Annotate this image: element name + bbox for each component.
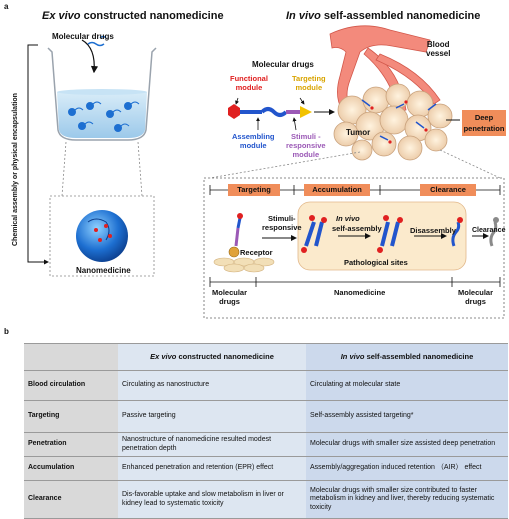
- row-label: Targeting: [24, 400, 118, 433]
- ex-vivo-cell: Nanostructure of nanomedicine resulted m…: [118, 432, 306, 457]
- row-label: Penetration: [24, 432, 118, 457]
- disassembled-cluster-icon: [377, 215, 403, 253]
- molecule-icons: [68, 102, 132, 132]
- panel-b-letter: b: [4, 327, 9, 336]
- metabolized-drug-icon: [489, 217, 499, 247]
- pathological-site-region: [297, 201, 467, 271]
- assembled-cluster-icon: [301, 215, 327, 253]
- bottom-molecular-drugs-2: Molecular drugs: [458, 288, 494, 306]
- table-row: Penetration Nanostructure of nanomedicin…: [24, 432, 508, 457]
- table-row: Clearance Dis-favorable uptake and slow …: [24, 480, 508, 519]
- in-vivo-cell: Molecular drugs with smaller size assist…: [306, 432, 508, 457]
- clearance-arrow-label: Clearance: [472, 227, 506, 234]
- table-header-row: Ex vivo constructed nanomedicine In vivo…: [24, 343, 508, 371]
- assembling-module-label: Assembling module: [232, 132, 275, 150]
- stage-clearance: Clearance: [420, 184, 476, 196]
- table-row: Blood circulation Circulating as nanostr…: [24, 370, 508, 401]
- beaker-icon: [47, 47, 157, 141]
- targeting-module-label: Targeting module: [292, 74, 326, 92]
- header-empty-cell: [24, 343, 118, 371]
- header-in-vivo: In vivo self-assembled nanomedicine: [306, 343, 508, 371]
- process-box: [203, 177, 505, 319]
- cleared-drug-icon: [451, 217, 463, 247]
- in-vivo-cell: Molecular drugs with smaller size contri…: [306, 480, 508, 519]
- panel-a-artwork: [27, 25, 505, 319]
- tumor-label: Tumor: [346, 128, 371, 137]
- table-row: Targeting Passive targeting Self-assembl…: [24, 400, 508, 433]
- row-label: Accumulation: [24, 456, 118, 481]
- in-vivo-cell: Circulating at molecular state: [306, 370, 508, 401]
- in-vivo-label: In vivo: [336, 214, 360, 223]
- panel-a-letter: a: [4, 2, 9, 11]
- deep-penetration-box: Deep penetration: [462, 110, 506, 136]
- ex-vivo-cell: Passive targeting: [118, 400, 306, 433]
- right-title: In vivo self-assembled nanomedicine: [286, 10, 481, 22]
- disassembly-label: Disassembly: [410, 226, 456, 235]
- ex-vivo-cell: Dis-favorable uptake and slow metabolism…: [118, 480, 306, 519]
- row-label: Blood circulation: [24, 370, 118, 401]
- molecular-drugs-right-label: Molecular drugs: [252, 60, 314, 69]
- stage-targeting: Targeting: [228, 184, 280, 196]
- left-title: Ex vivo constructed nanomedicine: [42, 10, 224, 22]
- bottom-nanomedicine: Nanomedicine: [334, 288, 386, 297]
- comparison-table: Ex vivo constructed nanomedicine In vivo…: [24, 343, 508, 519]
- nanomedicine-label: Nanomedicine: [76, 266, 131, 275]
- receptor-icon: [228, 246, 240, 258]
- molecule-modules-icon: [228, 104, 312, 119]
- vertical-label-anchor: Chemical assembly or physical encapsulat…: [12, 93, 22, 256]
- pathological-sites-label: Pathological sites: [344, 258, 408, 267]
- functional-module-label: Functional module: [230, 74, 268, 92]
- tumor-icon: [333, 83, 453, 161]
- stage-accumulation: Accumulation: [304, 184, 370, 196]
- bottom-molecular-drugs-1: Molecular drugs: [212, 288, 248, 306]
- header-ex-vivo: Ex vivo constructed nanomedicine: [118, 343, 306, 371]
- nanomedicine-sphere-icon: [76, 210, 128, 262]
- vertical-label: Chemical assembly or physical encapsulat…: [12, 93, 19, 246]
- in-vivo-cell: Self-assembly assisted targeting*: [306, 400, 508, 433]
- ex-vivo-cell: Circulating as nanostructure: [118, 370, 306, 401]
- molecular-drugs-left-label: Molecular drugs: [52, 32, 114, 41]
- self-assembly-label: self-assembly: [332, 224, 382, 233]
- row-label: Clearance: [24, 480, 118, 519]
- receptor-label: Receptor: [240, 248, 273, 257]
- table-row: Accumulation Enhanced penetration and re…: [24, 456, 508, 481]
- blood-vessel-label: Blood vessel: [426, 40, 451, 58]
- ex-vivo-cell: Enhanced penetration and retention (EPR)…: [118, 456, 306, 481]
- stimuli-module-label: Stimuli - responsive module: [286, 132, 326, 159]
- stimuli-responsive-label: Stimuli- responsive: [262, 214, 302, 232]
- in-vivo-cell: Assembly/aggregation induced retention （…: [306, 456, 508, 481]
